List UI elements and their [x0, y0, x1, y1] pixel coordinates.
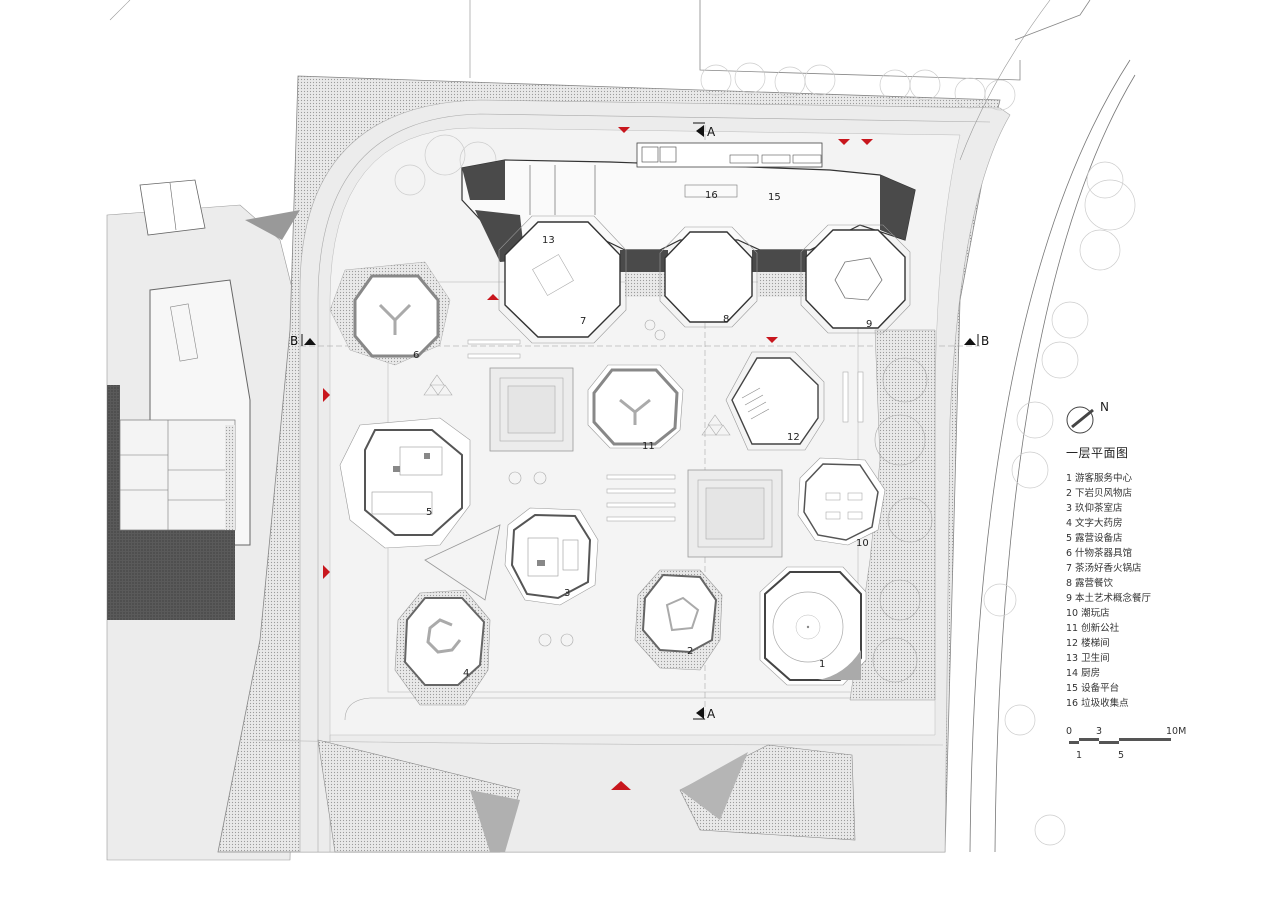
- north-label: N: [1100, 400, 1109, 414]
- svg-text:1: 1: [819, 659, 825, 670]
- trees-right: [983, 161, 1136, 846]
- svg-text:A: A: [707, 707, 716, 721]
- scale-tick-3: 3: [1096, 726, 1103, 737]
- svg-text:16: 16: [705, 190, 718, 201]
- pavilion-12: [725, 351, 825, 451]
- section-mark-b-left: B: [290, 334, 316, 348]
- svg-text:4: 4: [463, 668, 469, 679]
- north-arrow-icon: [1066, 406, 1094, 434]
- svg-text:7: 7: [580, 316, 586, 327]
- scale-bar: [1069, 738, 1171, 744]
- pavilion-10: [797, 457, 886, 546]
- section-mark-a-top: A: [693, 122, 716, 139]
- pavilion-1: [759, 566, 867, 686]
- room-labels: 1 2 3 4 5 6 7 8 9 10 11 12 13 15 16: [413, 190, 872, 679]
- left-building: [107, 179, 251, 620]
- svg-text:12: 12: [787, 432, 800, 443]
- svg-text:B: B: [981, 334, 989, 348]
- pavilion-6: [329, 261, 451, 366]
- planting-area-right: [849, 329, 936, 701]
- pavilion-5: [339, 417, 471, 549]
- svg-text:5: 5: [426, 507, 432, 518]
- pavilion-11: [587, 364, 684, 449]
- section-mark-a-bottom: A: [693, 707, 716, 721]
- pavilion-9: [800, 224, 911, 334]
- svg-text:13: 13: [542, 235, 555, 246]
- scale-tick-10m: 10M: [1166, 726, 1187, 737]
- svg-text:2: 2: [687, 646, 693, 657]
- wedge-planters: [245, 210, 856, 853]
- pavilion-8: [659, 226, 758, 328]
- scale-tick-1: 1: [1076, 750, 1083, 761]
- svg-text:10: 10: [856, 538, 869, 549]
- pavilion-2: [634, 569, 723, 671]
- plaza-benches: [467, 339, 864, 522]
- svg-text:8: 8: [723, 314, 729, 325]
- svg-text:9: 9: [866, 319, 872, 330]
- scale-tick-5: 5: [1118, 750, 1125, 761]
- pavilion-3: [504, 507, 599, 606]
- entrance-markers: [323, 127, 873, 790]
- pavilion-7: [498, 215, 627, 344]
- svg-text:6: 6: [413, 350, 419, 361]
- section-mark-b-right: B: [964, 334, 989, 348]
- plaza-seating: [423, 319, 731, 647]
- svg-text:3: 3: [564, 588, 570, 599]
- sunken-courtyards: [489, 367, 783, 558]
- scale-tick-0: 0: [1066, 726, 1073, 737]
- drawing-title: 一层平面图: [1066, 446, 1129, 460]
- svg-text:A: A: [707, 125, 716, 139]
- pavilion-4: [394, 589, 491, 706]
- svg-text:15: 15: [768, 192, 781, 203]
- svg-text:B: B: [290, 334, 298, 348]
- svg-text:11: 11: [642, 441, 655, 452]
